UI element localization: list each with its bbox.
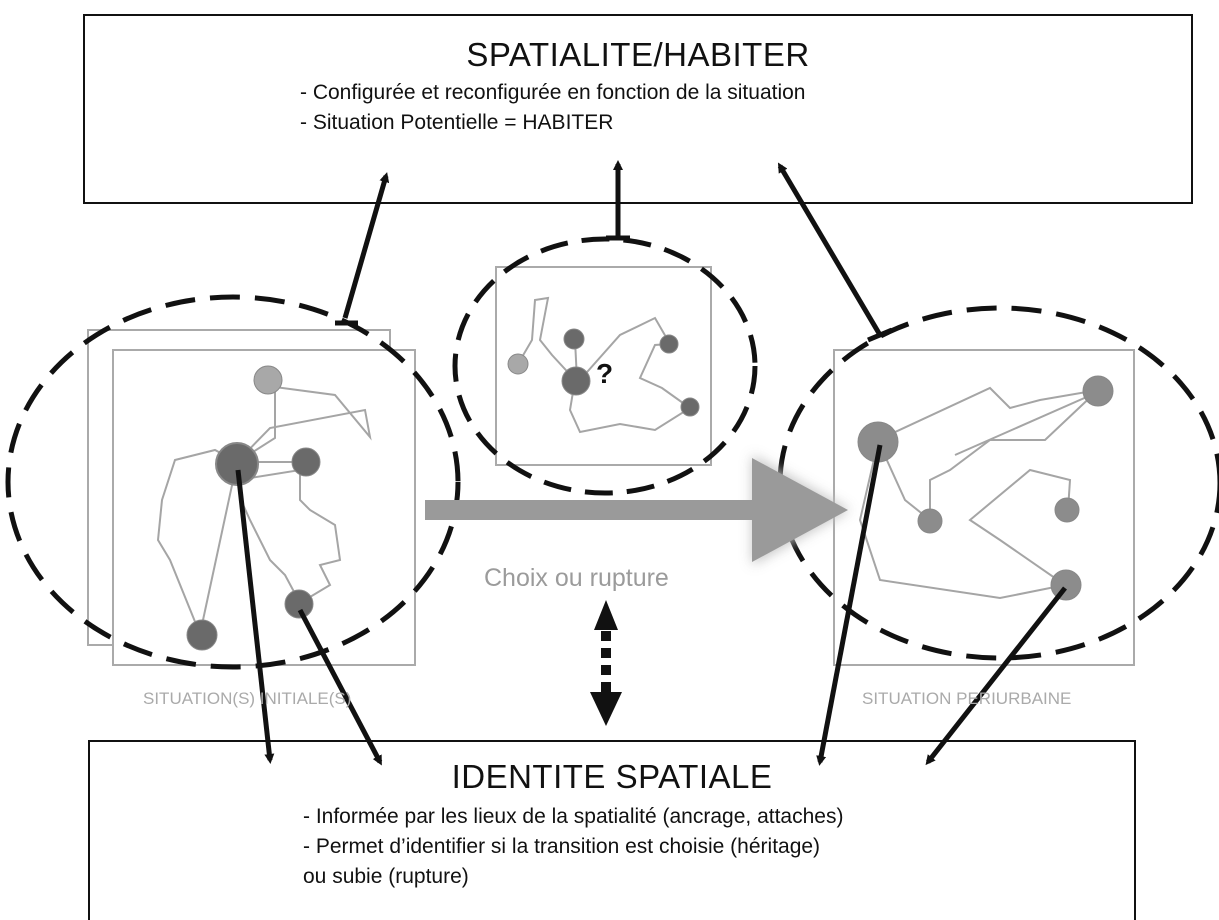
spatialite-description: - Configurée et reconfigurée en fonction… <box>300 78 806 138</box>
periurban-situation-group <box>777 305 1219 666</box>
periurban-node-right <box>1054 497 1080 523</box>
periurban-node-top-right <box>1082 375 1114 407</box>
spatialite-habiter-box: SPATIALITE/HABITER - Configurée et recon… <box>83 14 1193 204</box>
identite-line-3: ou subie (rupture) <box>303 865 469 888</box>
question-mark: ? <box>596 358 614 389</box>
potential-situation-group <box>452 236 758 496</box>
spatialite-line-2: - Situation Potentielle = HABITER <box>300 111 614 134</box>
identite-description: - Informée par les lieux de la spatialit… <box>303 802 843 892</box>
arrow-initial-to-spatialite <box>342 172 390 319</box>
initial-node-light <box>253 365 283 395</box>
potential-frame <box>495 266 712 466</box>
initial-link <box>199 461 238 635</box>
initial-node-hub <box>215 442 259 486</box>
spatialite-line-1: - Configurée et reconfigurée en fonction… <box>300 81 806 104</box>
initial-node-bottom <box>186 619 218 651</box>
initial-node-lower-right <box>284 589 314 619</box>
potential-node-right <box>680 397 700 417</box>
spatialite-title: SPATIALITE/HABITER <box>466 36 810 73</box>
arrow-periurban-hub-to-identite <box>816 444 883 766</box>
potential-node-top <box>563 328 585 350</box>
periurban-network-lines-2 <box>858 441 1072 600</box>
potential-node-left <box>507 353 529 375</box>
identite-line-1: - Informée par les lieux de la spatialit… <box>303 805 844 828</box>
periurban-link <box>954 391 1099 456</box>
periurban-node-bottom-right <box>1050 569 1082 601</box>
potential-node-hub <box>561 366 591 396</box>
choice-double-arrow <box>590 600 622 726</box>
initial-front-frame <box>112 349 416 666</box>
connector-arrows <box>235 160 1067 766</box>
choice-rupture-label: Choix ou rupture <box>484 564 669 592</box>
initial-situation-group <box>5 294 461 670</box>
arrow-initial-hub-to-identite <box>235 469 275 764</box>
transition-arrow <box>425 455 850 565</box>
arrow-periurban-node-to-identite <box>925 586 1067 766</box>
potential-dashed-ellipse <box>452 236 758 496</box>
arrow-periurban-foot <box>867 327 893 343</box>
identite-line-2: - Permet d’identifier si la transition e… <box>303 835 821 858</box>
initial-situation-caption: SITUATION(S) INITIALE(S) <box>143 689 352 708</box>
identite-spatiale-box: IDENTITE SPATIALE - Informée par les lie… <box>88 740 1136 920</box>
arrow-initial-node-to-identite <box>297 608 383 766</box>
initial-node-right <box>291 447 321 477</box>
potential-node-right-top <box>659 334 679 354</box>
periurban-node-middle <box>917 508 943 534</box>
initial-dashed-ellipse <box>5 294 461 670</box>
identite-title: IDENTITE SPATIALE <box>451 758 773 795</box>
periurban-situation-caption: SITUATION PERIURBAINE <box>862 689 1072 708</box>
arrow-periurban-to-spatialite <box>777 162 883 337</box>
